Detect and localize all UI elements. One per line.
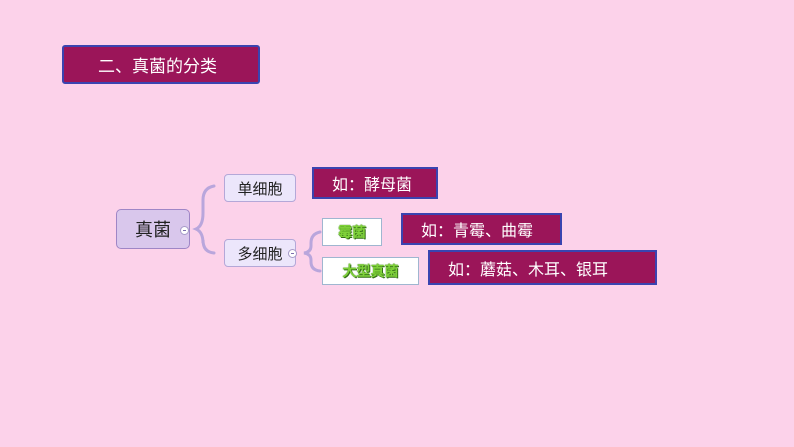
branch-label: 单细胞 [237, 179, 283, 198]
example-large-fungi: 如：蘑菇、木耳、银耳 [428, 250, 657, 285]
section-title: 二、真菌的分类 [62, 45, 260, 84]
branch-single-cell[interactable]: 单细胞 [224, 174, 296, 202]
example-yeast: 如：酵母菌 [312, 167, 438, 199]
branch-label: 多细胞 [237, 244, 283, 263]
connector-multi-children [303, 230, 322, 273]
leaf-label: 大型真菌 [342, 264, 399, 280]
collapse-icon[interactable] [180, 226, 189, 235]
leaf-mold[interactable]: 霉菌 [322, 218, 382, 246]
example-text: 如：青霉、曲霉 [421, 221, 534, 240]
branch-multi-cell[interactable]: 多细胞 [224, 239, 296, 267]
example-text: 如：酵母菌 [332, 175, 413, 194]
collapse-icon[interactable] [288, 249, 297, 258]
root-label: 真菌 [135, 220, 171, 241]
leaf-large-fungi[interactable]: 大型真菌 [322, 257, 419, 285]
leaf-label: 霉菌 [338, 225, 366, 241]
example-text: 如：蘑菇、木耳、银耳 [448, 259, 609, 279]
example-mold: 如：青霉、曲霉 [401, 213, 562, 245]
root-node[interactable]: 真菌 [116, 209, 190, 249]
connector-root-branches [192, 184, 216, 255]
